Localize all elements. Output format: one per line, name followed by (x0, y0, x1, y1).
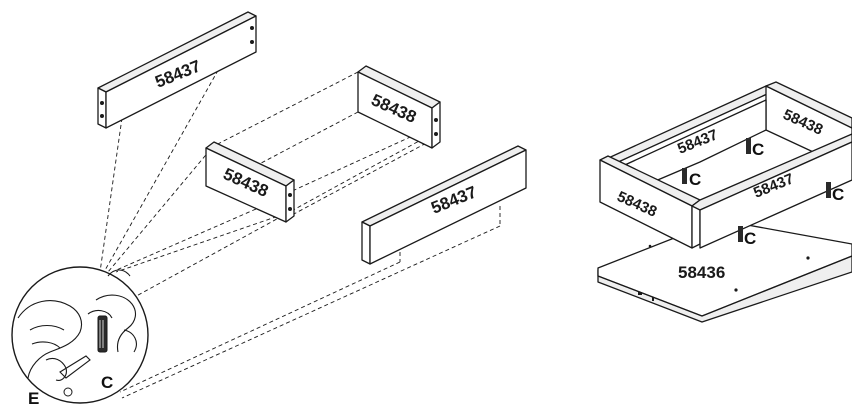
label-dowel-c: C (752, 140, 764, 159)
side-panel-front: 58437 (361, 145, 527, 265)
end-panel-left: 58438 (205, 141, 295, 223)
end-panel-right: 58438 (357, 65, 441, 149)
dowel-icon (97, 315, 108, 353)
guide-lines (99, 57, 501, 399)
label-dowel-c: C (744, 229, 756, 248)
label-dowel-c: C (101, 373, 113, 392)
detail-circle: C E (11, 266, 149, 407)
dowel-icon (682, 138, 831, 242)
part-label-bottom: 58436 (678, 263, 725, 282)
label-glue-e: E (28, 389, 39, 407)
bottom-panel: 58436 (597, 219, 852, 323)
label-dowel-c: C (689, 170, 701, 189)
assembled-drawer: 58436 C C C C 58437 58438 58438 58437 (597, 81, 852, 323)
side-panel-back: 58437 (97, 11, 257, 129)
label-dowel-c: C (832, 185, 844, 204)
